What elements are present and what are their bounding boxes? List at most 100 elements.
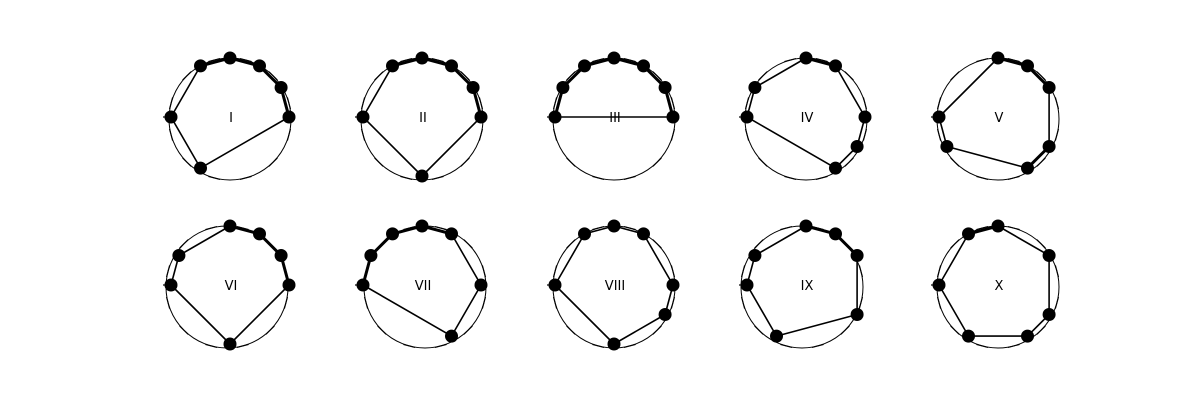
tick-mark <box>463 239 473 249</box>
tick-mark <box>936 128 942 141</box>
pitch-dot <box>415 169 429 183</box>
pitch-dot <box>415 219 429 233</box>
pitch-dot <box>770 329 783 343</box>
tick-mark <box>552 296 558 309</box>
tick-mark <box>815 175 828 181</box>
pitch-dot <box>850 249 864 262</box>
tick-mark <box>208 57 221 63</box>
tick-mark <box>460 157 470 167</box>
pitch-dot <box>1021 161 1034 175</box>
tick-mark <box>363 296 369 309</box>
tick-mark <box>182 71 192 81</box>
diagram-label: VI <box>225 279 238 294</box>
pitch-dot <box>474 278 488 292</box>
pitch-dot <box>991 219 1005 233</box>
pitch-diagram-7: VII <box>355 219 488 349</box>
pitch-dot <box>962 329 975 343</box>
tick-mark <box>236 343 249 349</box>
tick-mark <box>400 57 413 63</box>
pitch-dot <box>356 110 370 124</box>
tick-mark <box>670 296 676 309</box>
tick-mark <box>862 97 868 110</box>
tick-mark <box>780 343 793 349</box>
pitch-dot <box>1042 308 1056 321</box>
pitch-dot <box>578 59 591 73</box>
pitch-dot <box>253 59 266 73</box>
tick-mark <box>815 57 828 63</box>
tick-mark <box>1054 265 1060 278</box>
pitch-dot <box>658 81 672 94</box>
tick-mark <box>265 325 275 335</box>
tick-mark <box>168 128 174 141</box>
tick-mark <box>1054 97 1060 110</box>
pitch-dot <box>850 308 864 321</box>
tick-mark <box>811 343 824 349</box>
pitch-diagram-1: I <box>163 51 296 181</box>
pitch-diagram-3: III <box>547 51 680 181</box>
pitch-dot <box>282 110 296 124</box>
pitch-dot <box>274 249 288 262</box>
tick-mark <box>552 265 558 278</box>
tick-mark <box>858 265 864 278</box>
tick-mark <box>165 265 171 278</box>
diagram-label: I <box>229 111 233 126</box>
pitch-dot <box>386 59 399 73</box>
tick-mark <box>283 296 289 309</box>
tick-mark <box>936 97 942 110</box>
pitch-dot <box>1021 329 1034 343</box>
tick-mark <box>208 175 221 181</box>
tick-mark <box>434 225 447 231</box>
tick-mark <box>374 157 384 167</box>
tick-mark <box>403 343 416 349</box>
pitch-dot <box>1021 59 1034 73</box>
tick-mark <box>670 97 676 110</box>
tick-mark <box>360 97 366 110</box>
pitch-diagram-2: II <box>355 51 488 183</box>
tick-mark <box>1036 157 1046 167</box>
diagram-label: IX <box>801 279 814 294</box>
tick-mark <box>950 157 960 167</box>
tick-mark <box>670 128 676 141</box>
tick-mark <box>740 265 746 278</box>
pitch-dot <box>799 51 813 65</box>
tick-mark <box>168 97 174 110</box>
tick-mark <box>592 57 605 63</box>
tick-mark <box>566 157 576 167</box>
diagram-label: III <box>609 111 621 126</box>
tick-mark <box>268 71 278 81</box>
tick-mark <box>165 296 171 309</box>
pitch-dot <box>1042 249 1056 262</box>
tick-mark <box>239 175 252 181</box>
tick-mark <box>481 296 487 309</box>
tick-mark <box>784 57 797 63</box>
tick-mark <box>652 157 662 167</box>
tick-mark <box>844 71 854 81</box>
pitch-dot <box>274 81 288 94</box>
pitch-dot <box>829 227 842 241</box>
tick-mark <box>1007 225 1020 231</box>
tick-mark <box>652 239 662 249</box>
tick-mark <box>844 157 854 167</box>
tick-mark <box>950 239 960 249</box>
pitch-dot <box>637 227 650 241</box>
diagram-label: VIII <box>605 279 625 294</box>
pitch-dot <box>415 51 429 65</box>
tick-mark <box>566 71 576 81</box>
pitch-dot <box>282 278 296 292</box>
diagram-label: IV <box>801 111 814 126</box>
tick-mark <box>623 57 636 63</box>
tick-mark <box>623 343 636 349</box>
pitch-dot <box>466 81 480 94</box>
tick-mark <box>286 97 292 110</box>
tick-mark <box>360 128 366 141</box>
pitch-diagram-8: VIII <box>547 219 680 351</box>
pitch-dot <box>1042 81 1056 94</box>
tick-mark <box>652 71 662 81</box>
pitch-dot <box>962 227 975 241</box>
tick-mark <box>179 325 189 335</box>
pitch-dot <box>829 59 842 73</box>
tick-mark <box>566 239 576 249</box>
pitch-dot <box>748 249 762 262</box>
tick-mark <box>205 225 218 231</box>
